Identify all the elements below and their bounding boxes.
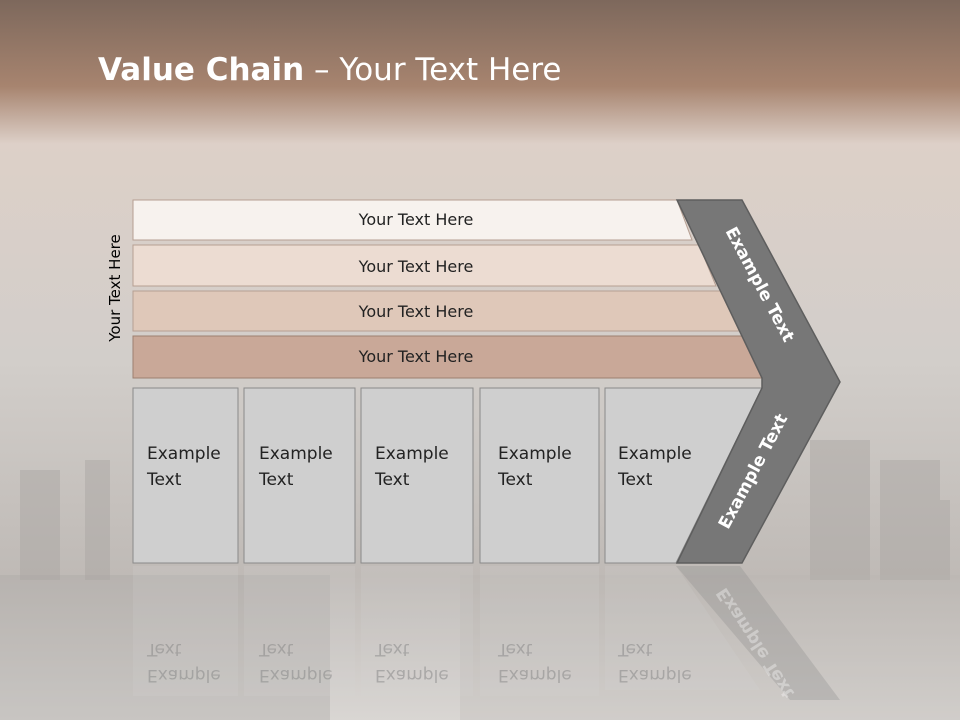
reflection-text: Text: [258, 639, 294, 659]
box-text-3a: Example: [375, 444, 449, 464]
reflection-text: Example: [259, 665, 333, 685]
row-label-4: Your Text Here: [358, 347, 474, 366]
reflection-box: [133, 566, 238, 696]
box-text-2b: Text: [258, 470, 294, 490]
box-text-5a: Example: [618, 444, 692, 464]
reflection-text: Text: [497, 639, 533, 659]
activity-box-3: [360, 387, 474, 564]
reflection-chevron: [676, 566, 840, 700]
box-text-1a: Example: [147, 444, 221, 464]
reflection-text: Text: [617, 639, 653, 659]
margin-chevron: [675, 199, 841, 564]
reflection-box: [244, 566, 355, 696]
reflection-text: Example: [147, 665, 221, 685]
box-text-4a: Example: [498, 444, 572, 464]
reflection-box: [361, 566, 473, 696]
reflection: [133, 566, 840, 700]
row-label-1: Your Text Here: [358, 210, 474, 229]
row-label-3: Your Text Here: [358, 302, 474, 321]
reflection-box: [480, 566, 599, 696]
reflection-text: Example: [618, 665, 692, 685]
title-bold: Value Chain: [98, 52, 305, 88]
box-text-3b: Text: [374, 470, 410, 490]
row-label-2: Your Text Here: [358, 257, 474, 276]
box-text-2a: Example: [259, 444, 333, 464]
title-rest: – Your Text Here: [304, 52, 562, 88]
box-text-4b: Text: [497, 470, 533, 490]
row-bar-1: [132, 199, 693, 241]
box-text-5b: Text: [617, 470, 653, 490]
activity-box-2: [243, 387, 356, 564]
reflection-text: Text: [374, 639, 410, 659]
activity-box-5: [604, 387, 763, 564]
box-text-1b: Text: [146, 470, 182, 490]
reflection-text: Text: [146, 639, 182, 659]
reflection-text: Example: [375, 665, 449, 685]
reflection-text: Example: [498, 665, 572, 685]
activity-box-1: [132, 387, 239, 564]
row-bar-2: [132, 244, 717, 287]
slide-title: Value Chain – Your Text Here: [98, 52, 561, 88]
activity-box-4: [479, 387, 600, 564]
reflection-box: [605, 566, 760, 690]
